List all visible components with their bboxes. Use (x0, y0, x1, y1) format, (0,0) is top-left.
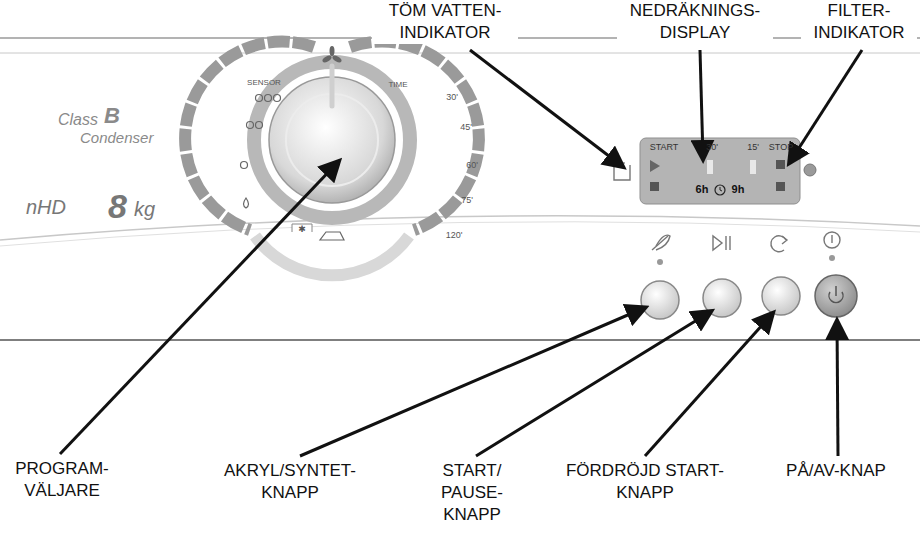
time-mark: 75' (461, 195, 473, 207)
display-text: 9h (732, 182, 745, 196)
capacity-number: 8 (108, 184, 127, 228)
display-text: 6h (696, 182, 709, 196)
callout-label: PROGRAM- VÄLJARE (4, 458, 120, 502)
brand-text: Class (58, 110, 98, 131)
display-text: 15' (747, 142, 759, 154)
callout-label: FÖRDRÖJD START- KNAPP (547, 460, 743, 504)
callout-label: NEDRÄKNINGS- DISPLAY (617, 0, 773, 44)
time-mark: 30' (446, 92, 458, 104)
callout-label: FILTER- INDIKATOR (801, 0, 917, 44)
dial-heading: TIME (388, 80, 407, 90)
callout-label: TÖM VATTEN- INDIKATOR (372, 0, 518, 44)
dial-heading: SENSOR (247, 78, 281, 88)
display-text: STOP (769, 142, 793, 154)
display-text: 30' (706, 142, 718, 154)
capacity-unit: kg (134, 196, 155, 222)
time-mark: 60' (466, 160, 478, 172)
callout-label: PÅ/AV-KNAP (783, 460, 889, 482)
time-mark: 120' (446, 230, 463, 242)
time-mark: 45' (460, 122, 472, 134)
callout-label: START/ PAUSE- KNAPP (429, 460, 515, 526)
callout-label: AKRYL/SYNTET- KNAPP (205, 460, 376, 504)
brand-text: Condenser (80, 128, 153, 148)
svg-text:✱: ✱ (298, 224, 306, 234)
brand-text: nHD (26, 194, 66, 220)
brand-text: B (104, 102, 120, 131)
display-text: START (650, 142, 679, 154)
